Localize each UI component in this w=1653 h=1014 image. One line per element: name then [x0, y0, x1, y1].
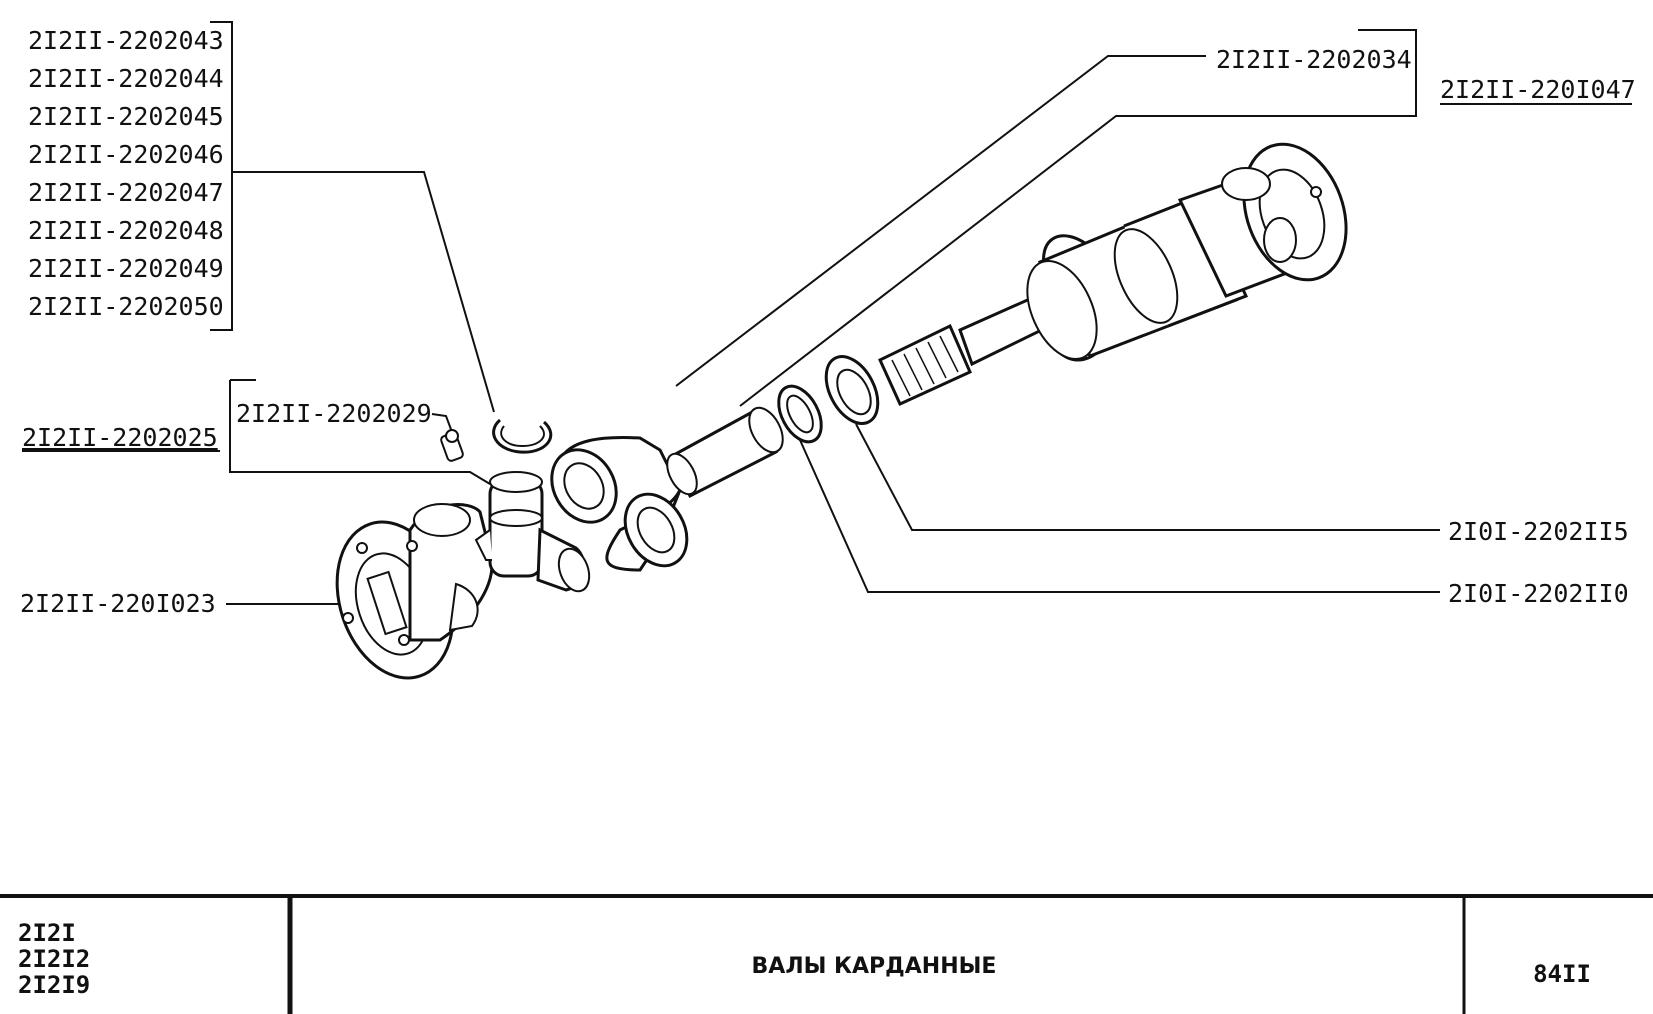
part-label: 2I2II-220I047	[1440, 75, 1636, 104]
leader-line	[855, 423, 1440, 531]
diagram-title: ВАЛЫ КАРДАННЫЕ	[752, 954, 997, 979]
part-label: 2I2II-2202029	[236, 399, 432, 428]
part-label: 2I2II-220I023	[20, 589, 216, 618]
bracket	[739, 29, 1417, 407]
universal-joint-cross-drawing	[474, 471, 591, 593]
part-label: 2I2II-2202048	[28, 216, 224, 245]
page-number: 84II	[1533, 960, 1591, 988]
shaft-tube-drawing	[666, 406, 784, 499]
model-number: 2I2I	[18, 919, 76, 947]
part-label: 2I2II-2202025	[22, 423, 218, 452]
part-label: 2I2II-2202044	[28, 64, 224, 93]
part-label: 2I2II-2202043	[28, 26, 224, 55]
part-label: 2I2II-2202050	[28, 292, 224, 321]
sleeve-yoke-drawing	[550, 436, 689, 572]
circlip-drawing	[492, 418, 553, 454]
bracket	[229, 379, 491, 485]
part-label: 2I2II-2202049	[28, 254, 224, 283]
end-yoke-drawing	[1221, 142, 1348, 282]
leader-line	[799, 439, 1440, 593]
seal-drawing	[777, 355, 880, 444]
part-number-group: 2I2II-2202043 2I2II-2202044 2I2II-220204…	[28, 21, 495, 413]
model-number: 2I2I2	[18, 945, 90, 973]
bracket	[210, 21, 233, 331]
title-block: 2I2I 2I2I2 2I2I9 ВАЛЫ КАРДАННЫЕ 84II	[0, 894, 1653, 1014]
leader-line	[431, 413, 453, 433]
part-label: 2I2II-2202045	[28, 102, 224, 131]
main-tube-drawing	[1026, 170, 1302, 361]
leader-line	[232, 171, 495, 413]
grease-fitting-drawing	[440, 429, 464, 462]
model-number: 2I2I9	[18, 971, 90, 999]
flange-yoke-drawing	[335, 503, 494, 680]
part-label: 2I2II-2202046	[28, 140, 224, 169]
part-label: 2I0I-2202II5	[1448, 517, 1629, 546]
part-label: 2I2II-2202047	[28, 178, 224, 207]
part-label: 2I0I-2202II0	[1448, 579, 1629, 608]
part-label: 2I2II-2202034	[1216, 45, 1412, 74]
leader-line	[675, 55, 1206, 387]
